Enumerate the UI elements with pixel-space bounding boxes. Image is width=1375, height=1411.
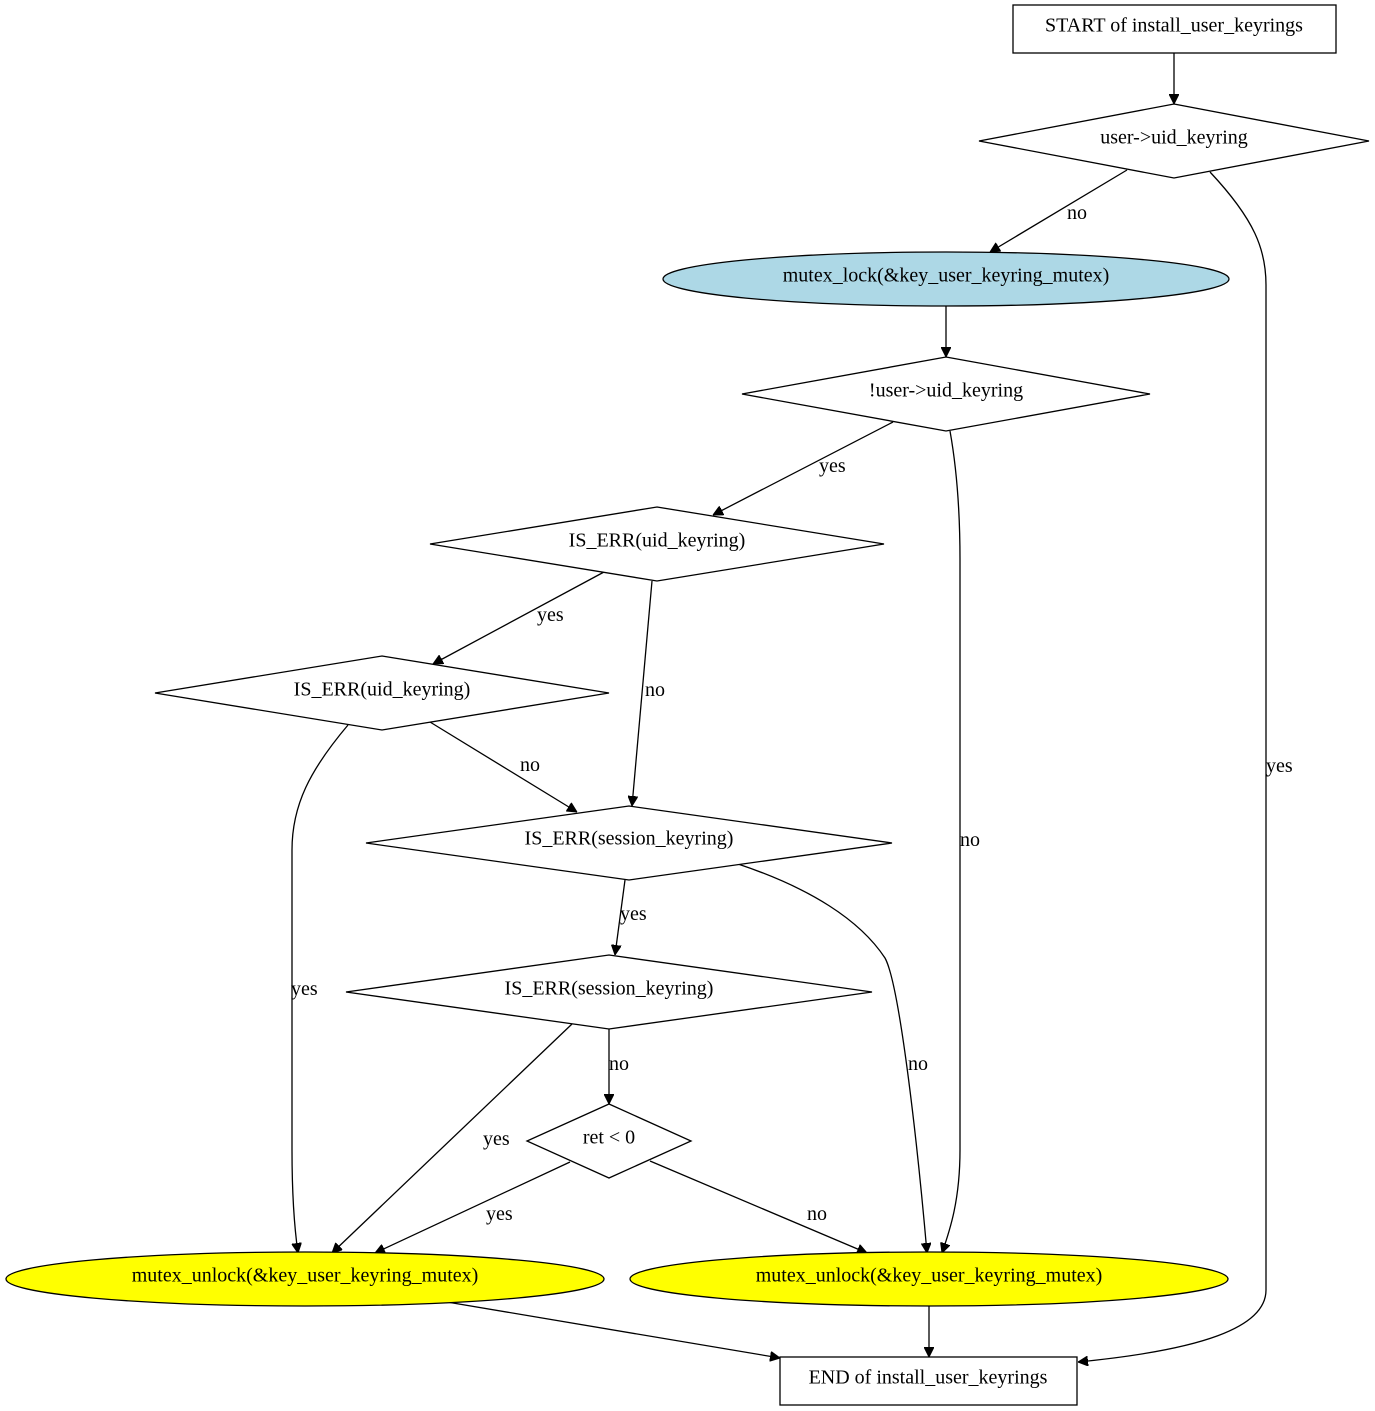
decision-ret: ret < 0 (525, 1103, 693, 1179)
edge-label-notuid-no: no (960, 829, 980, 851)
decision-is-err-session-1: IS_ERR(session_keyring) (365, 805, 893, 881)
mutex-unlock-left-label: mutex_unlock(&key_user_keyring_mutex) (132, 1265, 479, 1287)
edge-unlock-left-to-end (446, 1301, 780, 1358)
decision-uid-keyring: user->uid_keyring (978, 103, 1370, 179)
edge-label-err1-yes: yes (537, 604, 564, 626)
edge-ret-no (649, 1160, 867, 1253)
edge-label-sess2-yes: yes (483, 1128, 510, 1150)
decision-is-err-session-2-label: IS_ERR(session_keyring) (505, 978, 714, 1000)
decision-uid-keyring-label: user->uid_keyring (1100, 127, 1248, 149)
edge-label-uid-yes: yes (1266, 755, 1293, 777)
edges: no yes yes no yes no no yes yes no yes n… (291, 53, 1293, 1362)
decision-is-err-session-1-label: IS_ERR(session_keyring) (525, 828, 734, 850)
nodes: START of install_user_keyrings user->uid… (5, 4, 1370, 1406)
edge-err1-no (632, 580, 653, 806)
decision-not-uid-keyring: !user->uid_keyring (741, 356, 1151, 432)
decision-is-err-uid-1: IS_ERR(uid_keyring) (429, 506, 885, 582)
edge-label-ret-yes: yes (486, 1203, 513, 1225)
edge-err2-yes (291, 724, 349, 1253)
edge-label-notuid-yes: yes (819, 455, 846, 477)
edge-sess1-yes (615, 879, 626, 955)
edge-label-sess1-yes: yes (620, 903, 647, 925)
mutex-unlock-right-label: mutex_unlock(&key_user_keyring_mutex) (756, 1265, 1103, 1287)
edge-sess1-no (737, 863, 927, 1253)
edge-err2-no (429, 721, 577, 812)
edge-ret-yes (375, 1161, 571, 1253)
mutex-unlock-right-node: mutex_unlock(&key_user_keyring_mutex) (629, 1251, 1229, 1307)
decision-is-err-uid-1-label: IS_ERR(uid_keyring) (569, 530, 746, 552)
edge-uid-cond-yes (1078, 171, 1267, 1362)
start-node: START of install_user_keyrings (1012, 4, 1337, 54)
mutex-unlock-left-node: mutex_unlock(&key_user_keyring_mutex) (5, 1251, 605, 1307)
decision-is-err-uid-2-label: IS_ERR(uid_keyring) (294, 679, 471, 701)
edge-uid-cond-no (990, 169, 1128, 252)
edge-sess2-yes (332, 1023, 573, 1253)
decision-is-err-uid-2: IS_ERR(uid_keyring) (154, 655, 610, 731)
edge-notuid-no (942, 430, 961, 1253)
edge-label-err2-yes: yes (291, 978, 318, 1000)
edge-label-ret-no: no (807, 1203, 827, 1225)
mutex-lock-label: mutex_lock(&key_user_keyring_mutex) (783, 265, 1110, 287)
start-node-label: START of install_user_keyrings (1045, 15, 1303, 37)
edge-err1-yes (433, 571, 605, 665)
mutex-lock-node: mutex_lock(&key_user_keyring_mutex) (662, 251, 1230, 307)
edge-label-err1-no: no (645, 679, 665, 701)
decision-ret-label: ret < 0 (583, 1127, 635, 1149)
edge-label-uid-no: no (1067, 202, 1087, 224)
end-node-label: END of install_user_keyrings (809, 1367, 1048, 1389)
edge-label-err2-no: no (520, 754, 540, 776)
decision-not-uid-keyring-label: !user->uid_keyring (869, 380, 1023, 402)
edge-notuid-yes (713, 421, 894, 516)
decision-is-err-session-2: IS_ERR(session_keyring) (345, 954, 873, 1030)
end-node: END of install_user_keyrings (779, 1356, 1078, 1406)
edge-label-sess2-no: no (609, 1053, 629, 1075)
edge-label-sess1-no: no (908, 1053, 928, 1075)
